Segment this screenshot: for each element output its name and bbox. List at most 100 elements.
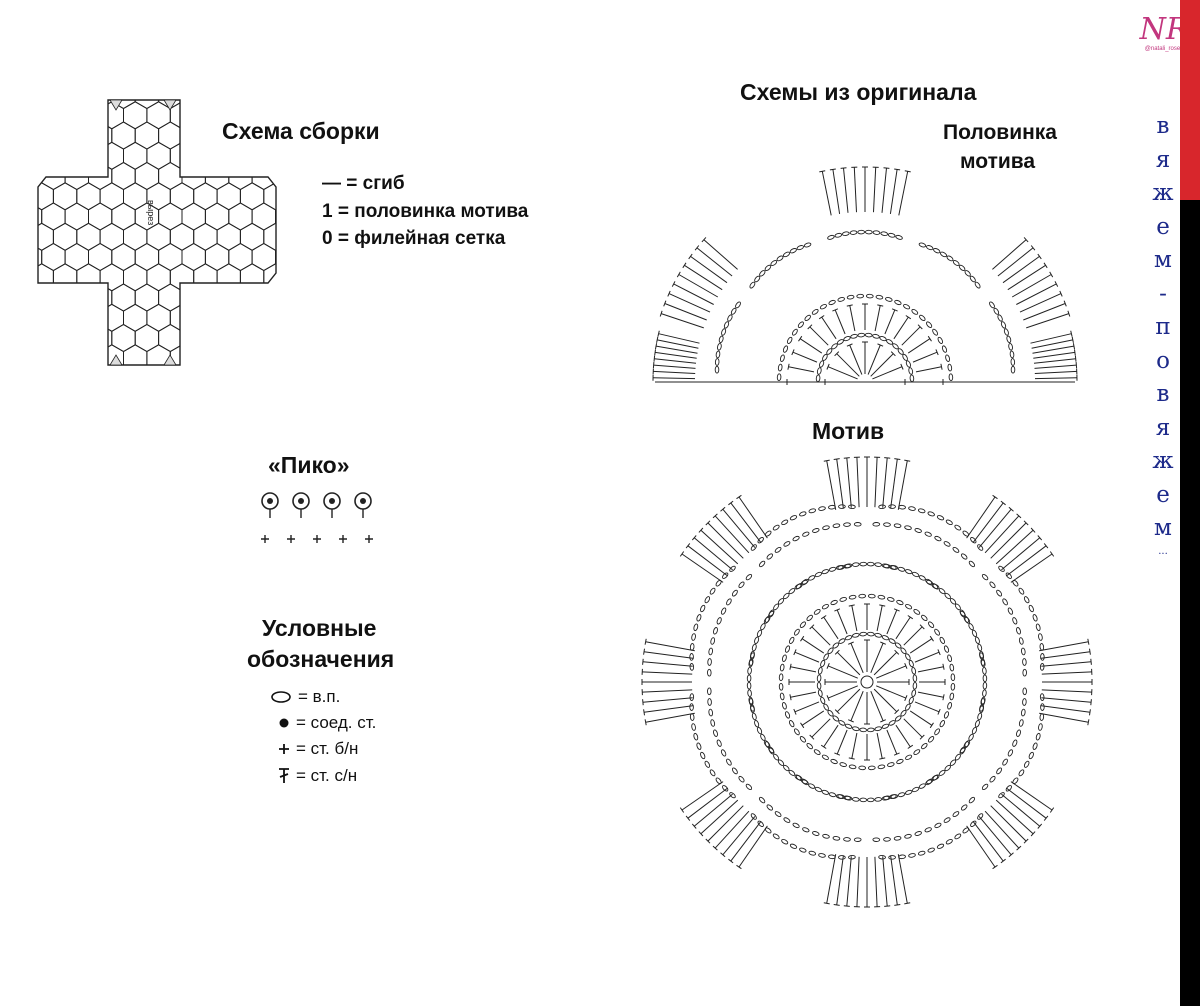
stitch-top	[843, 905, 850, 907]
chain-stitch	[996, 589, 1003, 597]
chain-stitch	[738, 581, 745, 589]
double-crochet	[886, 609, 898, 635]
stitch-top	[654, 349, 656, 356]
stitch-top	[1071, 336, 1074, 343]
chain-stitch	[877, 764, 886, 770]
chain-stitch	[700, 604, 706, 613]
chain-stitch	[867, 593, 876, 599]
stitch-top	[643, 648, 645, 655]
chain-stitch	[723, 321, 730, 329]
double-crochet	[1016, 283, 1057, 305]
double-crochet	[874, 856, 878, 907]
double-crochet	[681, 553, 724, 583]
chain-stitch	[826, 348, 833, 355]
double-crochet	[811, 626, 831, 646]
chain-stitch	[709, 587, 716, 595]
chain-stitch	[982, 681, 988, 690]
chain-stitch	[832, 715, 840, 722]
chain-stitch	[848, 854, 856, 860]
stitch-top	[1072, 343, 1075, 350]
chain-stitch	[989, 775, 996, 783]
double-crochet	[687, 787, 729, 819]
double-crochet	[730, 502, 762, 544]
chain-stitch	[1023, 596, 1030, 604]
stitch-top	[642, 699, 644, 706]
chain-stitch	[722, 785, 729, 792]
chain-stitch	[836, 339, 844, 345]
double-crochet	[972, 820, 1004, 862]
chain-stitch	[820, 696, 826, 705]
double-crochet	[1001, 537, 1041, 571]
chain-stitch	[963, 741, 970, 749]
chain-stitch	[821, 603, 829, 610]
pico-join	[267, 498, 273, 504]
chain-stitch	[709, 769, 716, 777]
stitch-top	[720, 852, 726, 858]
stitch-top	[942, 694, 945, 701]
double-crochet	[811, 718, 831, 738]
chain-stitch	[760, 623, 766, 631]
double-crochet	[867, 344, 881, 375]
vertical-letter: ж	[1152, 180, 1174, 206]
chain-stitch	[835, 794, 844, 799]
stitch-top	[1037, 823, 1043, 829]
stitch-top	[823, 459, 830, 462]
chain-stitch	[866, 631, 875, 637]
chain-stitch	[779, 663, 785, 672]
double-crochet	[1041, 661, 1092, 667]
double-crochet	[1041, 689, 1092, 693]
chain-stitch	[959, 747, 966, 755]
stitch-top	[1000, 500, 1006, 506]
chain-stitch	[843, 795, 851, 801]
sidebar-black-segment	[1180, 200, 1200, 1006]
stitch-top	[642, 658, 644, 665]
double-crochet	[714, 810, 750, 849]
stitch-top	[834, 649, 840, 655]
chain-stitch	[939, 251, 948, 258]
stitch-top	[698, 527, 704, 533]
stitch-top	[656, 336, 659, 343]
chain-stitch	[872, 333, 880, 339]
chain-stitch	[792, 535, 800, 542]
chain-stitch	[758, 560, 766, 568]
chain-stitch	[887, 762, 895, 768]
chain-stitch	[919, 314, 926, 321]
chain-stitch	[818, 506, 826, 511]
stitch-top	[818, 315, 825, 320]
half-motif-marker	[163, 354, 177, 366]
chain-stitch	[1039, 663, 1045, 671]
double-crochet	[972, 502, 1004, 544]
half-motif-marker	[109, 99, 123, 111]
chain-stitch	[822, 353, 828, 361]
chain-stitch	[827, 647, 834, 655]
chain-stitch	[781, 654, 787, 662]
stitch-top	[701, 237, 707, 243]
chain-stitch	[710, 637, 716, 645]
stitch-top	[1008, 506, 1014, 512]
chain-stitch	[799, 736, 806, 743]
stitch-top	[712, 513, 718, 519]
chain-stitch	[693, 623, 699, 632]
double-crochet	[653, 364, 696, 369]
stitch-top	[843, 457, 850, 459]
stitch-top	[1089, 709, 1091, 716]
stitch-top	[691, 823, 697, 829]
chain-stitch	[954, 524, 962, 531]
single-crochet	[287, 535, 295, 543]
chain-stitch	[806, 614, 813, 621]
double-crochet	[1005, 545, 1047, 577]
motif-title: Мотив	[812, 418, 885, 444]
chain-stitch	[782, 251, 791, 258]
stitch-top	[807, 324, 813, 330]
double-crochet	[882, 457, 888, 508]
chain-stitch	[717, 343, 722, 351]
chain-stitch	[857, 332, 866, 338]
chain-stitch	[708, 708, 713, 717]
chain-stitch	[905, 603, 913, 610]
chain-stitch	[1012, 617, 1018, 625]
double-crochet	[895, 724, 911, 748]
chain-stitch	[960, 804, 968, 811]
double-crochet	[678, 274, 719, 298]
stitch-top	[1090, 658, 1092, 665]
stitch-top	[698, 831, 704, 837]
